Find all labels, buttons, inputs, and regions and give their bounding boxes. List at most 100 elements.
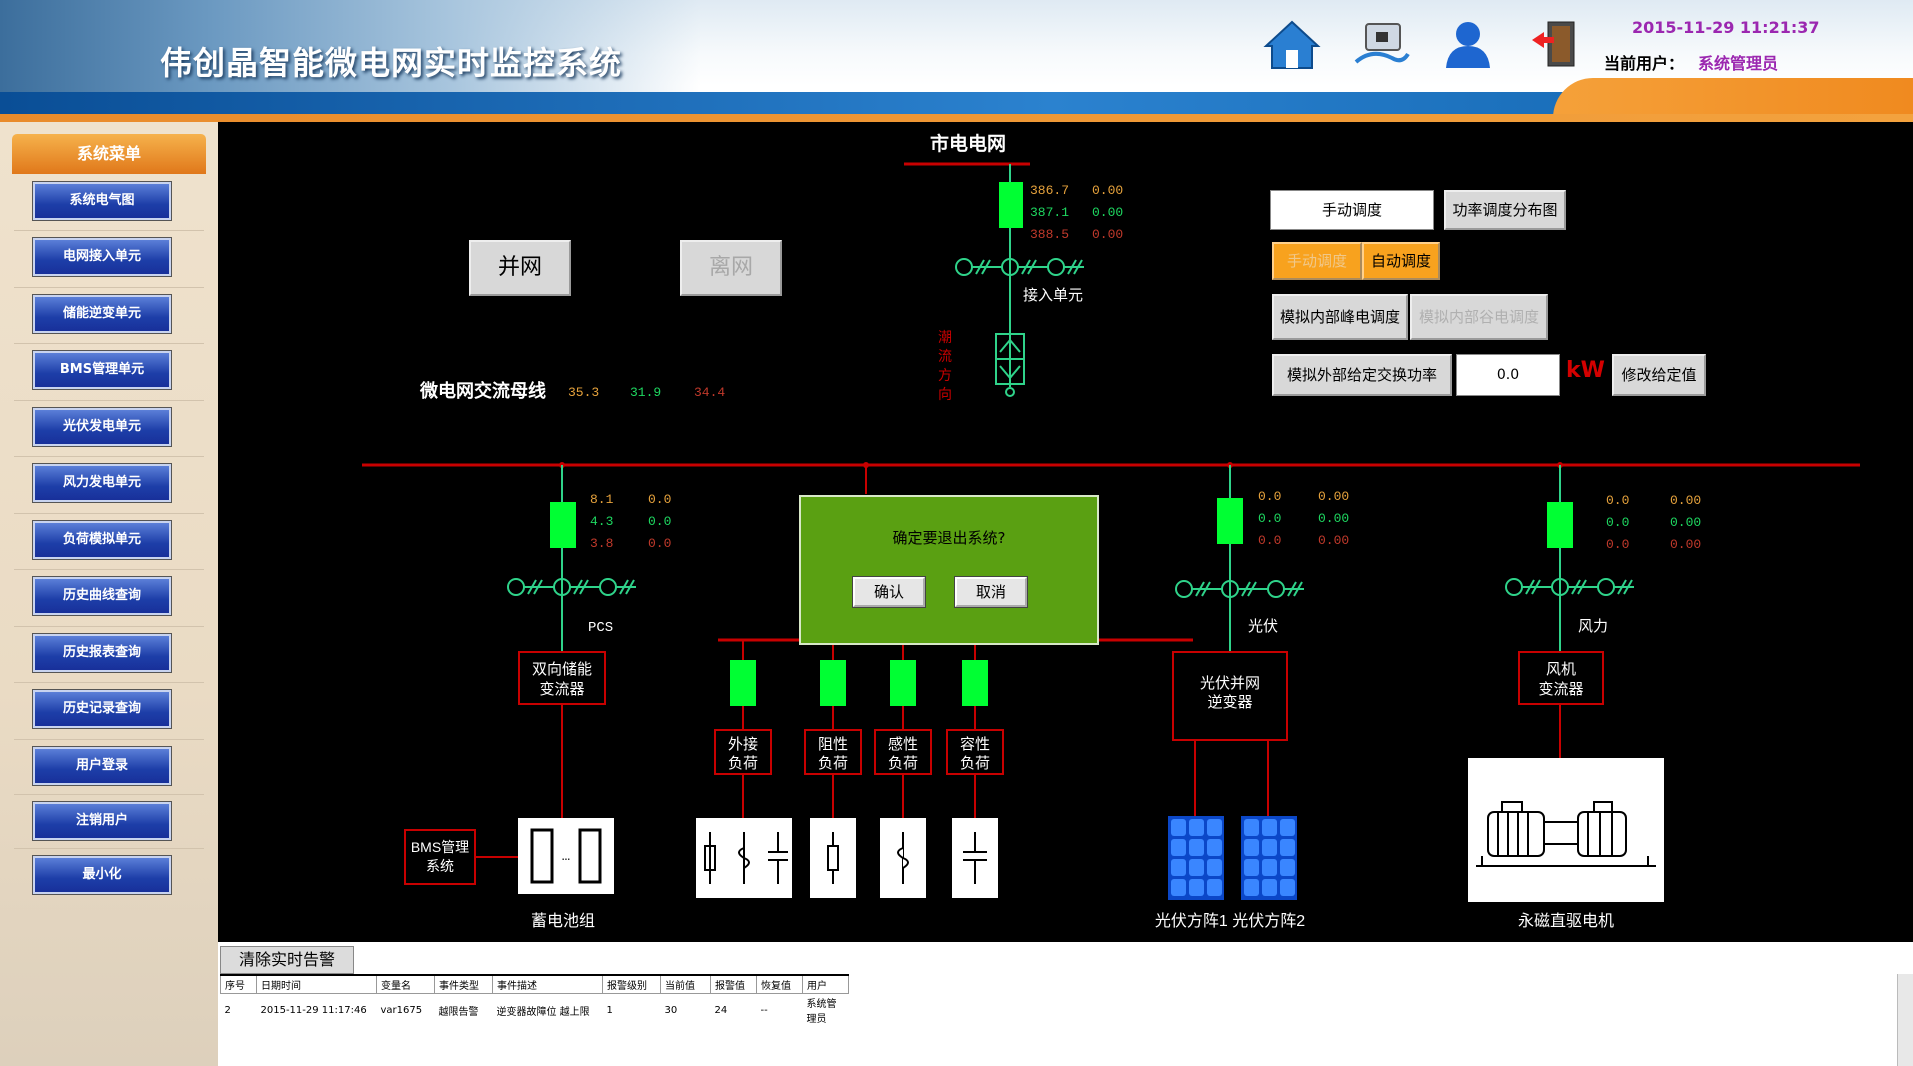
wind-switch-symbol bbox=[1505, 578, 1634, 596]
load-resistive-box[interactable] bbox=[804, 729, 862, 775]
bms-box-line1: BMS管理 bbox=[411, 839, 469, 855]
grid-switch-symbol bbox=[955, 258, 1084, 276]
pcs-switch-symbol bbox=[507, 578, 636, 596]
sidebar-item-grid-access[interactable]: 电网接入单元 bbox=[32, 237, 172, 277]
confirm-button[interactable]: 确认 bbox=[852, 576, 926, 608]
alarm-scrollbar[interactable] bbox=[1897, 974, 1913, 1066]
dialog-message: 确定要退出系统? bbox=[892, 529, 1006, 547]
banner-sky bbox=[0, 0, 700, 92]
grid-value-c2: 0.00 bbox=[1092, 227, 1123, 242]
pv-value-c2: 0.00 bbox=[1318, 533, 1349, 548]
load-inductive-breaker[interactable] bbox=[890, 660, 916, 706]
battery-cells bbox=[530, 828, 602, 884]
menu-separator bbox=[14, 569, 204, 570]
load-capacitive-breaker[interactable] bbox=[962, 660, 988, 706]
svg-text:负荷: 负荷 bbox=[960, 755, 990, 772]
sidebar-item-history-report[interactable]: 历史报表查询 bbox=[32, 633, 172, 673]
menu-separator bbox=[14, 456, 204, 457]
header-banner: 伟创晶智能微电网实时监控系统 2015-11-29 11:21:37 当前用户：… bbox=[0, 0, 1913, 122]
alarm-table: 序号 日期时间 变量名 事件类型 事件描述 报警级别 当前值 报警值 恢复值 用… bbox=[220, 974, 1900, 1026]
sidebar-item-logout[interactable]: 注销用户 bbox=[32, 801, 172, 841]
pcs-box[interactable] bbox=[518, 651, 606, 705]
banner-orange-strip bbox=[0, 114, 1913, 122]
load-resistive: 阻性 负荷 bbox=[804, 640, 862, 898]
pcs-value-a2: 0.0 bbox=[648, 492, 671, 507]
wind-value-b: 0.0 bbox=[1606, 515, 1629, 530]
menu-separator bbox=[14, 230, 204, 231]
exchange-power-input[interactable]: 0.0 bbox=[1456, 354, 1560, 396]
bus-label: 微电网交流母线 bbox=[419, 380, 546, 401]
bus-node bbox=[1005, 387, 1015, 397]
off-grid-button[interactable]: 离网 bbox=[680, 240, 782, 296]
pv-inverter-box[interactable] bbox=[1172, 651, 1288, 741]
col-index[interactable]: 序号 bbox=[220, 974, 257, 994]
wind-value-a: 0.0 bbox=[1606, 493, 1629, 508]
sidebar-item-load-sim[interactable]: 负荷模拟单元 bbox=[32, 520, 172, 560]
auto-dispatch-toggle[interactable]: 自动调度 bbox=[1362, 242, 1440, 280]
diagram-canvas: 市电电网 386.7 0.00 387.1 0.00 388.5 0.00 接入… bbox=[362, 132, 1860, 930]
pv-box-line1: 光伏并网 bbox=[1200, 675, 1260, 692]
svg-text:负荷: 负荷 bbox=[888, 755, 918, 772]
wind-converter-box[interactable] bbox=[1518, 651, 1604, 705]
sidebar-item-minimize[interactable]: 最小化 bbox=[32, 855, 172, 895]
modify-setpoint-button[interactable]: 修改给定值 bbox=[1612, 354, 1706, 396]
col-datetime[interactable]: 日期时间 bbox=[256, 974, 377, 994]
col-current-value[interactable]: 当前值 bbox=[660, 974, 711, 994]
sidebar-item-login[interactable]: 用户登录 bbox=[32, 746, 172, 786]
col-alarm-level[interactable]: 报警级别 bbox=[602, 974, 661, 994]
bus-value-b: 31.9 bbox=[630, 385, 661, 400]
wind-value-b2: 0.00 bbox=[1670, 515, 1701, 530]
motor-drawing bbox=[1476, 801, 1656, 867]
col-variable[interactable]: 变量名 bbox=[376, 974, 435, 994]
sidebar-item-history-curve[interactable]: 历史曲线查询 bbox=[32, 576, 172, 616]
sidebar-item-system-diagram[interactable]: 系统电气图 bbox=[32, 181, 172, 221]
wind-breaker[interactable] bbox=[1547, 502, 1573, 548]
user-icon[interactable] bbox=[1438, 18, 1498, 70]
load-inductive: 感性 负荷 bbox=[874, 640, 932, 898]
svg-text:负荷: 负荷 bbox=[818, 755, 848, 772]
power-distribution-button[interactable]: 功率调度分布图 bbox=[1444, 190, 1566, 230]
load-capacitive-box[interactable] bbox=[946, 729, 1004, 775]
valley-dispatch-button[interactable]: 模拟内部谷电调度 bbox=[1410, 294, 1548, 340]
load-external-breaker[interactable] bbox=[730, 660, 756, 706]
col-event-type[interactable]: 事件类型 bbox=[434, 974, 493, 994]
svg-text:负荷: 负荷 bbox=[728, 755, 758, 772]
pcs-breaker[interactable] bbox=[550, 502, 576, 548]
clear-alarms-button[interactable]: 清除实时告警 bbox=[220, 946, 354, 974]
home-icon[interactable] bbox=[1262, 18, 1322, 70]
sidebar-item-storage-inverter[interactable]: 储能逆变单元 bbox=[32, 294, 172, 334]
system-electrical-diagram: 市电电网 386.7 0.00 387.1 0.00 388.5 0.00 接入… bbox=[218, 122, 1913, 942]
pcs-value-c2: 0.0 bbox=[648, 536, 671, 551]
load-resistive-breaker[interactable] bbox=[820, 660, 846, 706]
col-user[interactable]: 用户 bbox=[802, 974, 849, 994]
pv-switch-symbol bbox=[1175, 580, 1304, 598]
peak-dispatch-button[interactable]: 模拟内部峰电调度 bbox=[1272, 294, 1408, 340]
sidebar-item-bms[interactable]: BMS管理单元 bbox=[32, 350, 172, 390]
sidebar-item-pv[interactable]: 光伏发电单元 bbox=[32, 407, 172, 447]
bms-box[interactable] bbox=[404, 829, 476, 885]
display-icon[interactable] bbox=[1352, 18, 1412, 70]
grid-breaker[interactable] bbox=[999, 182, 1023, 228]
col-recover-value[interactable]: 恢复值 bbox=[756, 974, 803, 994]
col-alarm-value[interactable]: 报警值 bbox=[710, 974, 757, 994]
pv-breaker[interactable] bbox=[1217, 498, 1243, 544]
svg-text:向: 向 bbox=[938, 386, 952, 402]
sidebar-item-wind[interactable]: 风力发电单元 bbox=[32, 463, 172, 503]
exit-icon[interactable] bbox=[1526, 18, 1586, 70]
grid-connect-button[interactable]: 并网 bbox=[469, 240, 571, 296]
menu-separator bbox=[14, 682, 204, 683]
bms-box-line2: 系统 bbox=[426, 858, 454, 874]
manual-dispatch-button[interactable]: 手动调度 bbox=[1270, 190, 1434, 230]
svg-text:外接: 外接 bbox=[728, 736, 758, 753]
sidebar-item-history-record[interactable]: 历史记录查询 bbox=[32, 689, 172, 729]
col-event-desc[interactable]: 事件描述 bbox=[492, 974, 603, 994]
alarm-panel: 清除实时告警 序号 日期时间 变量名 事件类型 事件描述 报警级别 当前值 报警… bbox=[218, 942, 1913, 1066]
grid-value-a2: 0.00 bbox=[1092, 183, 1123, 198]
svg-text:阻性: 阻性 bbox=[818, 736, 848, 753]
table-row[interactable]: 2 2015-11-29 11:17:46 var1675 越限告警 逆变器故障… bbox=[224, 999, 837, 1025]
exchange-power-button[interactable]: 模拟外部给定交换功率 bbox=[1272, 354, 1452, 396]
cancel-button[interactable]: 取消 bbox=[954, 576, 1028, 608]
manual-dispatch-toggle[interactable]: 手动调度 bbox=[1272, 242, 1362, 280]
svg-text:流: 流 bbox=[938, 348, 952, 364]
solar-panel-2 bbox=[1241, 816, 1297, 900]
